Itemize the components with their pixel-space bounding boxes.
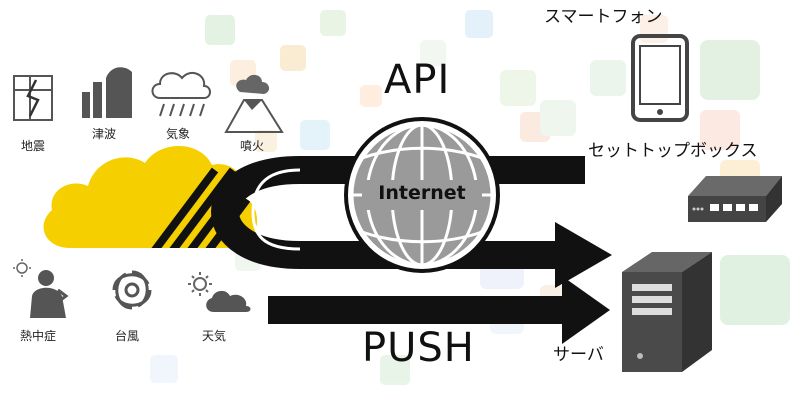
hazard-label-typhoon: 台風 — [115, 329, 140, 343]
server-tower-icon — [622, 252, 712, 372]
smartphone-icon — [631, 34, 689, 122]
push-arrow — [268, 276, 610, 344]
internet-globe — [344, 117, 500, 273]
internet-label: Internet — [378, 182, 466, 204]
hazard-label-tsunami: 津波 — [92, 127, 117, 141]
api-label: API — [384, 57, 451, 103]
rain-cloud-icon — [151, 71, 211, 117]
device-label-smartphone: スマートフォン — [544, 7, 663, 27]
hazard-label-weather-rain: 気象 — [166, 127, 191, 141]
heatstroke-person-icon — [13, 259, 69, 318]
tsunami-wave-icon — [82, 67, 132, 118]
device-label-server: サーバ — [553, 345, 604, 365]
set-top-box-icon — [688, 176, 782, 222]
typhoon-spiral-icon — [112, 270, 152, 310]
hazard-label-earthquake: 地震 — [21, 139, 46, 153]
volcano-icon — [224, 74, 284, 133]
push-label: PUSH — [362, 325, 475, 371]
earthquake-map-icon — [13, 75, 53, 121]
hazard-label-volcano: 噴火 — [240, 139, 265, 153]
api-arrow — [211, 156, 612, 288]
hazard-label-heatstroke: 熱中症 — [20, 329, 57, 343]
hazard-label-weather: 天気 — [202, 329, 227, 343]
device-label-settopbox: セットトップボックス — [588, 141, 758, 161]
sun-cloud-icon — [188, 272, 251, 312]
background-app-tiles — [150, 10, 790, 385]
